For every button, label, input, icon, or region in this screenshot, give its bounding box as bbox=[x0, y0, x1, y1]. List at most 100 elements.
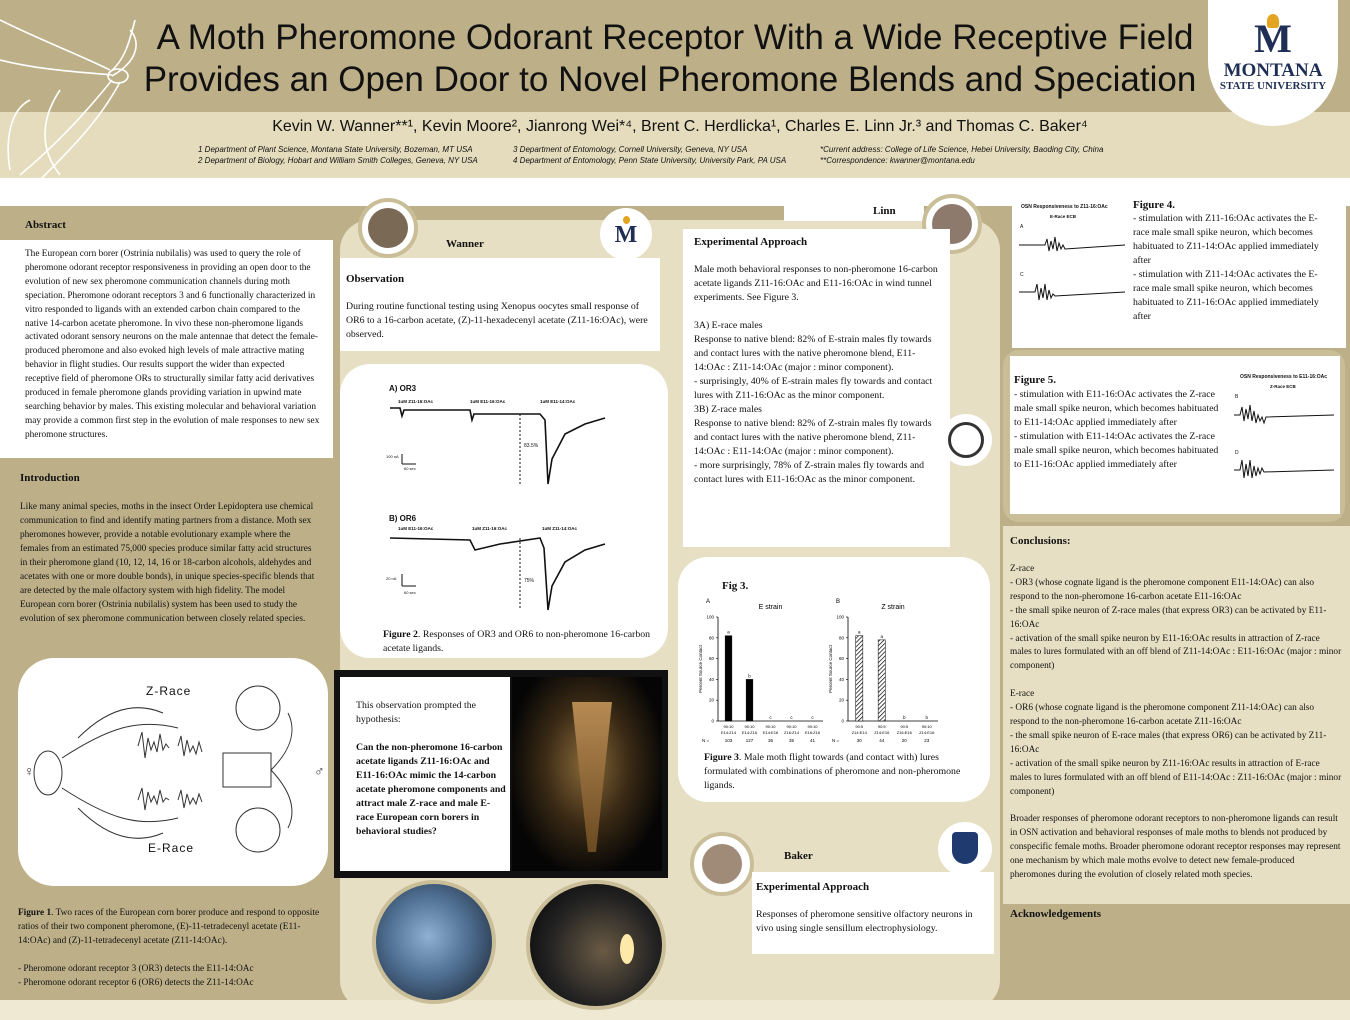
lab-photo-right bbox=[526, 880, 666, 1010]
chart-y-axis-label: Percent Source Contact bbox=[828, 644, 833, 693]
chart-y-tick-label: 20 bbox=[709, 698, 715, 703]
chart-bar-letter: c bbox=[769, 715, 772, 720]
figure5-image-title: OSN Responsiveness to E11-16:OAc bbox=[1240, 374, 1327, 380]
linn-text: Male moth behavioral responses to non-ph… bbox=[694, 264, 938, 485]
figure2-b-stim2: 1uM Z11-16:OAc bbox=[472, 526, 508, 531]
figure5-traces bbox=[1234, 404, 1335, 479]
wanner-portrait bbox=[358, 198, 418, 258]
chart-title: Z strain bbox=[881, 604, 904, 611]
figure2-caption-text: . Responses of OR3 and OR6 to non-pherom… bbox=[383, 629, 651, 654]
figure1-z-race-label: Z-Race bbox=[146, 684, 192, 698]
chart-panel-label: A bbox=[706, 599, 710, 605]
chart-category-label: 90:10 bbox=[744, 724, 755, 729]
chart-y-tick-label: 100 bbox=[836, 615, 844, 620]
chart-category-label: 90:10 bbox=[807, 724, 818, 729]
poster-title-line2: Provides an Open Door to Novel Pheromone… bbox=[143, 60, 1197, 99]
figure5-text: - stimulation with E11-16:OAc activates … bbox=[1014, 389, 1219, 470]
baker-heading: Experimental Approach bbox=[756, 881, 870, 893]
observation-text: During routine functional testing using … bbox=[346, 301, 648, 340]
chart-category-label: 90:10 bbox=[765, 724, 776, 729]
msu-badge-flame-icon bbox=[623, 216, 630, 224]
chart-category-label: 90:10 bbox=[723, 724, 734, 729]
chart-category-label: 90:5 bbox=[855, 724, 864, 729]
moth-on-lure-photo bbox=[512, 677, 662, 871]
abstract-text: The European corn borer (Ostrinia nubila… bbox=[25, 249, 320, 440]
baker-text: Responses of pheromone sensitive olfacto… bbox=[756, 909, 973, 934]
pennstate-badge bbox=[938, 822, 992, 876]
affiliation-4: 4 Department of Entomology, Penn State U… bbox=[513, 156, 787, 165]
baker-box bbox=[752, 872, 994, 954]
chart-y-tick-label: 80 bbox=[709, 635, 715, 640]
figure2-panel-b-label: B) OR6 bbox=[389, 514, 417, 523]
chart-bar-letter: a bbox=[727, 630, 730, 635]
msu-logo-line2: STATE UNIVERSITY bbox=[1219, 80, 1327, 92]
chart-category-label: E14:Z16 bbox=[742, 730, 758, 735]
chart-y-tick-label: 60 bbox=[709, 656, 715, 661]
figure2-a-scale-x: 60 sec bbox=[404, 466, 416, 471]
cornell-seal bbox=[940, 414, 992, 466]
figure1-bullet-1: - Pheromone odorant receptor 3 (OR3) det… bbox=[18, 964, 254, 974]
chart-category-label: Z16:E16 bbox=[897, 730, 913, 735]
figure3-caption-text: . Male moth flight towards (and contact … bbox=[704, 752, 961, 791]
chart-category-label: Z14:E14 bbox=[852, 730, 868, 735]
chart-y-axis-label: Percent Source Contact bbox=[698, 644, 703, 693]
chart-category-label: E14:Z14 bbox=[721, 730, 737, 735]
figure3-title: Fig 3. bbox=[722, 580, 749, 592]
chart-category-label: 90:10 bbox=[786, 724, 797, 729]
figure5-image: OSN Responsiveness to E11-16:OAc Z-Race … bbox=[1230, 370, 1336, 490]
pennstate-shield-icon bbox=[952, 832, 978, 864]
chart-category-label: 90:5 bbox=[900, 724, 909, 729]
chart-n-label: N = bbox=[702, 738, 710, 743]
affiliation-3: 3 Department of Entomology, Cornell Univ… bbox=[513, 145, 748, 154]
chart-category-label: Z16:Z14 bbox=[784, 730, 800, 735]
chart-category-label: Z14:E16 bbox=[874, 730, 890, 735]
figure1-bullet-2: - Pheromone odorant receptor 6 (OR6) det… bbox=[18, 978, 254, 988]
chart-bar-letter: a bbox=[880, 634, 883, 639]
chart-n-value: 20 bbox=[902, 738, 908, 743]
figure1-diagram: ♀ ♂ bbox=[24, 685, 325, 853]
introduction-text: Like many animal species, moths in the i… bbox=[20, 502, 315, 624]
chart-n-value: 127 bbox=[746, 738, 754, 743]
chart-n-value: 103 bbox=[725, 738, 733, 743]
figure2-a-scale-y: 100 nA bbox=[386, 454, 399, 459]
chart-bar bbox=[877, 639, 886, 722]
wanner-photo bbox=[368, 208, 408, 248]
chart-y-tick-label: 0 bbox=[711, 719, 714, 724]
conclusions-text: Z-race - OR3 (whose cognate ligand is th… bbox=[1010, 564, 1342, 880]
figure2-b-scale-y: 20 nA bbox=[386, 576, 397, 581]
figure4-caption-label: Figure 4. bbox=[1133, 199, 1175, 211]
chart-bar-letter: a bbox=[858, 630, 861, 635]
figure2-caption: Figure 2. Responses of OR3 and OR6 to no… bbox=[383, 628, 653, 656]
chart-title: E strain bbox=[759, 604, 783, 611]
msu-logo-line1: MONTANA bbox=[1223, 60, 1323, 81]
baker-name: Baker bbox=[784, 850, 813, 862]
affiliation-2: 2 Department of Biology, Hobart and Will… bbox=[198, 156, 478, 165]
lab-photo-left bbox=[372, 880, 496, 1004]
chart-y-tick-label: 100 bbox=[706, 615, 714, 620]
chart-bar-letter: b bbox=[925, 715, 928, 720]
cornell-seal-icon bbox=[948, 422, 984, 458]
figure2-a-stim1: 1uM Z11-16:OAc bbox=[398, 399, 434, 404]
figure1-caption-text: . Two races of the European corn borer p… bbox=[18, 908, 320, 946]
conclusions-cream-bg bbox=[1003, 526, 1350, 904]
figure4-image-title: OSN Responsiveness to Z11-16:OAc bbox=[1021, 204, 1108, 210]
chart-y-tick-label: 0 bbox=[841, 719, 844, 724]
figure2-b-stim1: 1uM E11-16:OAc bbox=[398, 526, 434, 531]
wanner-name: Wanner bbox=[446, 238, 484, 250]
linn-name-bar bbox=[784, 201, 924, 221]
correspondence-note: **Correspondence: kwanner@montana.edu bbox=[820, 156, 975, 165]
figure2-b-percent: 75% bbox=[524, 578, 535, 584]
figure1-e-race-label: E-Race bbox=[148, 841, 195, 855]
figure2-b-scale-x: 60 sec bbox=[404, 590, 416, 595]
header-lower-band bbox=[0, 112, 1350, 178]
linn-box bbox=[683, 229, 950, 547]
msu-logo-letter: M bbox=[1254, 16, 1292, 61]
chart-n-label: N = bbox=[832, 738, 840, 743]
chart-category-label: E16:Z16 bbox=[805, 730, 821, 735]
chart-y-tick-label: 40 bbox=[709, 677, 715, 682]
chart-category-label: 90:10 bbox=[922, 724, 933, 729]
abstract-box bbox=[0, 240, 333, 458]
hypothesis-intro: This observation prompted the hypothesis… bbox=[356, 700, 476, 725]
chart-n-value: 36 bbox=[768, 738, 774, 743]
